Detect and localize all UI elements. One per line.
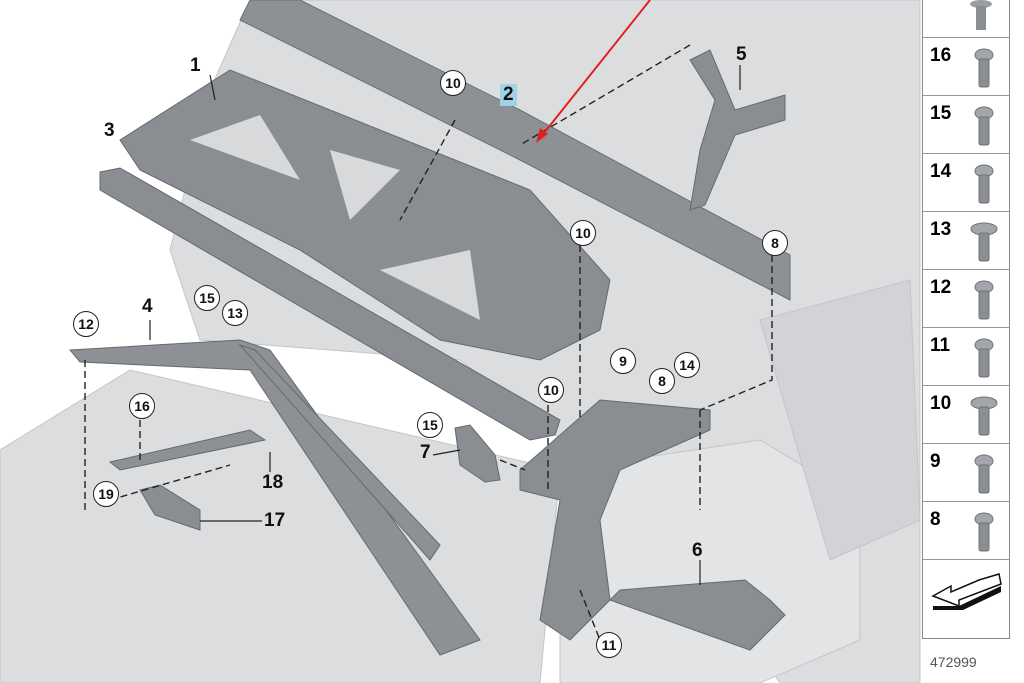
washer-bolt-icon	[970, 396, 998, 436]
callout-circle-8: 8	[649, 368, 675, 394]
legend-item-12: 12	[923, 270, 1009, 328]
legend-item-10: 10	[923, 386, 1009, 444]
legend-item-15: 15	[923, 96, 1009, 154]
stud-bolt-icon	[974, 106, 994, 146]
collar-bolt-icon	[974, 512, 994, 552]
hex-bolt-icon	[974, 338, 994, 378]
legend-item-13: 13	[923, 212, 1009, 270]
callout-7: 7	[420, 442, 431, 463]
hex-bolt-icon	[974, 48, 994, 88]
strut-part-4b	[238, 343, 441, 561]
hex-flange-bolt-icon	[974, 454, 994, 494]
legend-number: 12	[930, 277, 952, 298]
lower-bar-part-3	[99, 167, 561, 441]
callout-circle-19: 19	[93, 481, 119, 507]
bracket-part-7	[454, 424, 501, 483]
front-direction-arrow-icon	[931, 573, 1002, 610]
legend-number: 10	[930, 393, 952, 414]
legend-number: 16	[930, 45, 952, 66]
callout-circle-13: 13	[222, 300, 248, 326]
callout-1: 1	[190, 55, 201, 76]
leader-lines	[149, 65, 741, 585]
callout-circle-10: 10	[440, 70, 466, 96]
callout-circle-15: 15	[417, 412, 443, 438]
callout-17: 17	[264, 510, 286, 531]
panel-openings	[190, 115, 480, 320]
legend-number: 14	[930, 161, 952, 182]
legend-item-8: 8	[923, 502, 1009, 560]
legend-number: 13	[930, 219, 952, 240]
legend-item-9: 9	[923, 444, 1009, 502]
callout-circle-16: 16	[129, 393, 155, 419]
catalog-number: 472999	[930, 654, 977, 670]
collar-bolt-icon	[974, 164, 994, 204]
callout-circle-11: 11	[596, 632, 622, 658]
bracket-part-5	[689, 49, 786, 211]
round-head-bolt-icon	[974, 280, 994, 320]
callout-18: 18	[262, 472, 284, 493]
red-arrowhead	[536, 128, 548, 143]
legend-item-16: 16	[923, 38, 1009, 96]
assembly-lines	[84, 44, 773, 641]
callout-circle-14: 14	[674, 352, 700, 378]
callout-circle-12: 12	[73, 311, 99, 337]
legend-item-14: 14	[923, 154, 1009, 212]
red-pointer-arrow	[539, 0, 651, 139]
fastener-legend: 16 15 14 13 12 11 10 9 8	[922, 0, 1010, 639]
callout-5: 5	[736, 44, 747, 65]
washer-bolt-icon	[970, 222, 998, 262]
callout-2: 2	[500, 84, 517, 106]
legend-item-partial	[923, 0, 1009, 38]
legend-number: 15	[930, 103, 952, 124]
callout-circle-10: 10	[570, 220, 596, 246]
callout-circle-15: 15	[194, 285, 220, 311]
callout-circle-8: 8	[762, 230, 788, 256]
bolt-icon	[970, 0, 992, 30]
callout-4: 4	[142, 296, 153, 317]
callout-circle-9: 9	[610, 348, 636, 374]
strut-part-18	[108, 429, 267, 471]
callout-3: 3	[104, 120, 115, 141]
callout-6: 6	[692, 540, 703, 561]
legend-number: 8	[930, 509, 941, 530]
legend-item-11: 11	[923, 328, 1009, 386]
upper-crossmember-part-2	[239, 0, 791, 301]
strut-part-4	[68, 339, 481, 656]
legend-number: 11	[930, 335, 951, 356]
direction-arrow-cell	[923, 560, 1009, 620]
callout-circle-10: 10	[538, 377, 564, 403]
support-part-6	[519, 399, 786, 651]
legend-number: 9	[930, 451, 941, 472]
